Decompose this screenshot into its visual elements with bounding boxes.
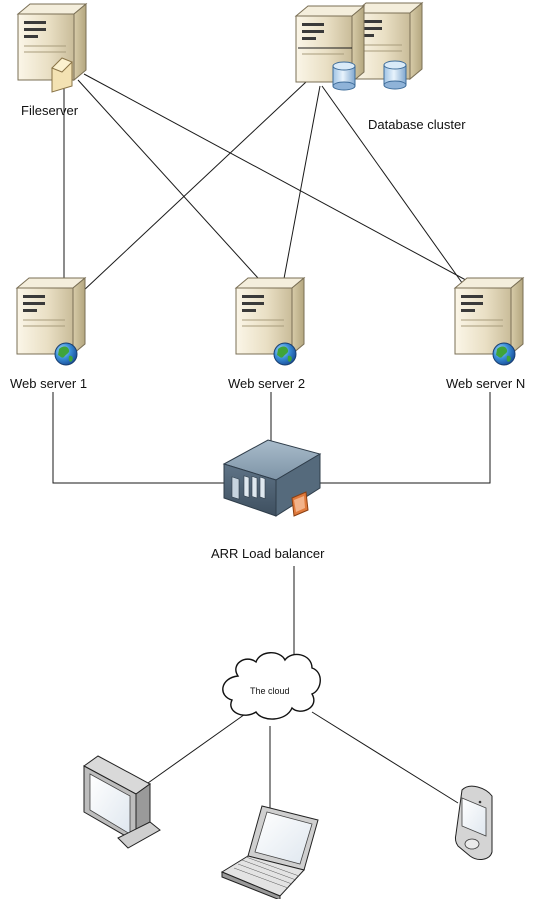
server-tower-icon <box>235 277 305 355</box>
edge-fileserver-webserver2 <box>77 79 279 301</box>
connection-lines <box>52 73 491 808</box>
globe-icon <box>492 342 516 366</box>
laptop-node <box>220 805 319 901</box>
desktop-node <box>83 755 161 849</box>
web-server-2-node <box>235 277 305 366</box>
load-balancer-icon <box>222 439 322 517</box>
cloud-icon <box>222 652 321 720</box>
mobile-node <box>454 785 493 860</box>
edge-webserver1-lb <box>52 392 226 484</box>
database-icon <box>383 60 407 90</box>
globe-icon <box>273 342 297 366</box>
edge-db-webserver2 <box>282 85 321 285</box>
database-icon <box>332 61 356 91</box>
web-server-1-label: Web server 1 <box>10 376 88 391</box>
web-server-n-label: Web server N <box>446 376 526 391</box>
database-cluster-node <box>295 2 423 91</box>
fileserver-label: Fileserver <box>21 103 79 118</box>
edge-webservern-lb <box>318 392 491 484</box>
globe-icon <box>54 342 78 366</box>
fileserver-node <box>17 3 87 93</box>
edge-cloud-mobile <box>311 711 459 804</box>
server-tower-icon <box>454 277 524 355</box>
folder-icon <box>51 57 73 93</box>
web-server-n-node <box>454 277 524 366</box>
edge-cloud-desktop <box>147 711 249 784</box>
cloud-node <box>222 652 321 720</box>
web-server-1-node <box>16 277 86 366</box>
desktop-monitor-icon <box>83 755 161 849</box>
edge-db-webserver1 <box>81 81 307 293</box>
edge-fileserver-webservern <box>83 73 489 293</box>
edge-db-webservern <box>321 85 471 295</box>
web-server-2-label: Web server 2 <box>228 376 306 391</box>
cloud-label: The cloud <box>250 686 290 696</box>
pda-icon <box>454 785 493 860</box>
load-balancer-label: ARR Load balancer <box>211 546 325 561</box>
server-tower-icon <box>16 277 86 355</box>
laptop-icon <box>220 805 319 901</box>
database-cluster-label: Database cluster <box>368 117 466 132</box>
load-balancer-node <box>222 439 322 517</box>
